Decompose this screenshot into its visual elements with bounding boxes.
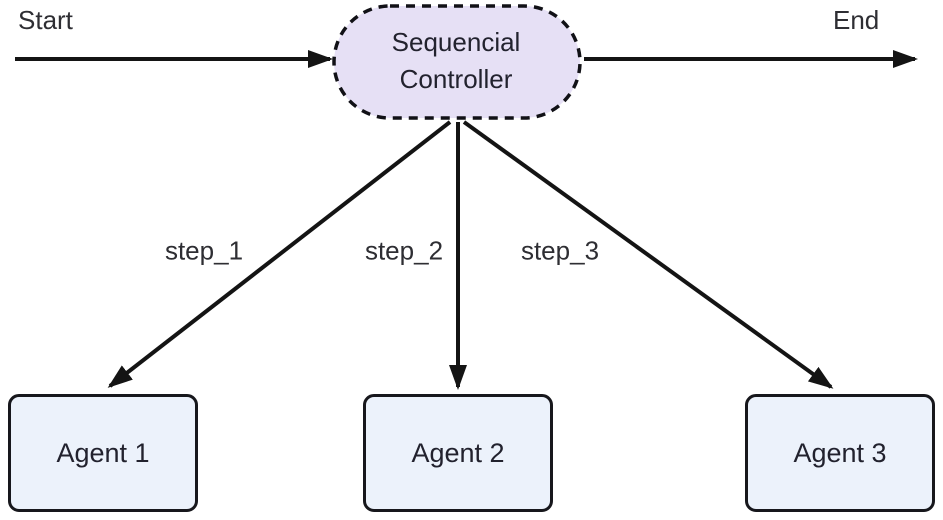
edge-label-step-3: step_3 (517, 235, 603, 267)
agent-3-label: Agent 3 (793, 437, 887, 468)
end-label: End (833, 5, 880, 35)
edge-label-step-1: step_1 (161, 235, 247, 267)
agent-1-label: Agent 1 (56, 437, 150, 468)
agent-1-node: Agent 1 (8, 394, 198, 512)
controller-label-line-1: Sequencial (391, 27, 521, 57)
agent-2-label: Agent 2 (411, 437, 505, 468)
start-label: Start (18, 5, 73, 35)
edge-step-1 (107, 120, 452, 388)
agent-2-node: Agent 2 (363, 394, 553, 512)
controller-label-line-2: Controller (399, 64, 513, 94)
edge-label-step-2: step_2 (361, 235, 447, 267)
agent-3-node: Agent 3 (745, 394, 935, 512)
sequential-controller-label: Sequencial Controller (332, 4, 580, 118)
edge-step-3 (462, 120, 834, 389)
sequential-controller-node (332, 4, 582, 120)
